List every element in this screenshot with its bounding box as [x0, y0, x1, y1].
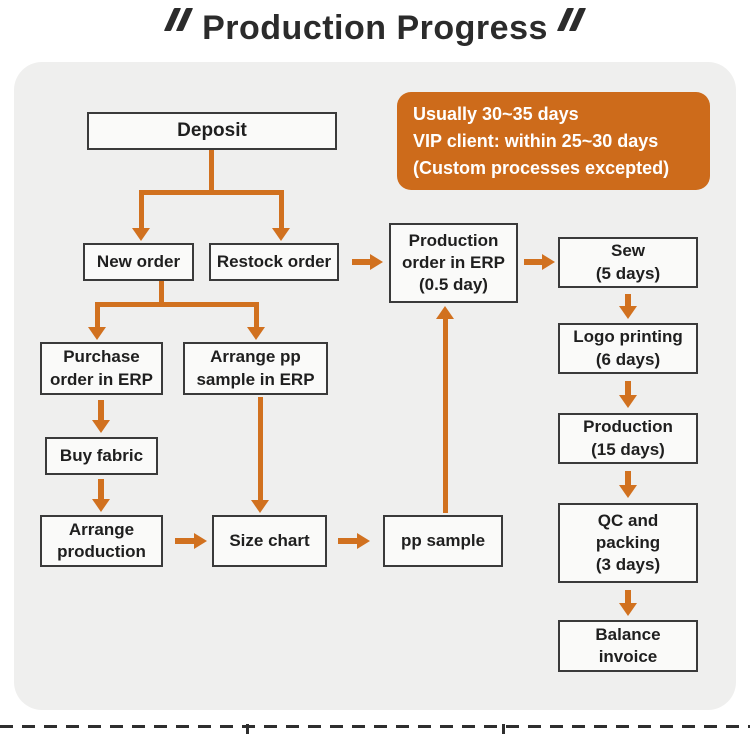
divider-tick [246, 724, 249, 734]
box-deposit: Deposit [87, 112, 337, 150]
page-title: Production Progress [202, 8, 548, 47]
divider-tick [502, 724, 505, 734]
box-arrange-pp-sample: Arrange pp sample in ERP [183, 342, 328, 395]
box-pp-sample: pp sample [383, 515, 503, 567]
callout-line-3: (Custom processes excepted) [413, 158, 670, 178]
box-new-order: New order [83, 243, 194, 281]
box-sew: Sew (5 days) [558, 237, 698, 288]
close-quote-icon [556, 7, 587, 31]
dashed-divider [0, 725, 750, 728]
title-row: Production Progress [0, 0, 750, 56]
callout-line-1: Usually 30~35 days [413, 104, 579, 124]
box-balance-invoice: Balance invoice [558, 620, 698, 672]
box-size-chart: Size chart [212, 515, 327, 567]
box-logo-printing: Logo printing (6 days) [558, 323, 698, 374]
box-qc-packing: QC and packing (3 days) [558, 503, 698, 583]
callout-line-2: VIP client: within 25~30 days [413, 131, 659, 151]
box-buy-fabric: Buy fabric [45, 437, 158, 475]
box-production-order: Production order in ERP (0.5 day) [389, 223, 518, 303]
open-quote-icon [163, 7, 194, 31]
lead-time-callout: Usually 30~35 days VIP client: within 25… [397, 92, 710, 190]
box-arrange-production: Arrange production [40, 515, 163, 567]
box-purchase-order: Purchase order in ERP [40, 342, 163, 395]
box-production: Production (15 days) [558, 413, 698, 464]
box-restock-order: Restock order [209, 243, 339, 281]
